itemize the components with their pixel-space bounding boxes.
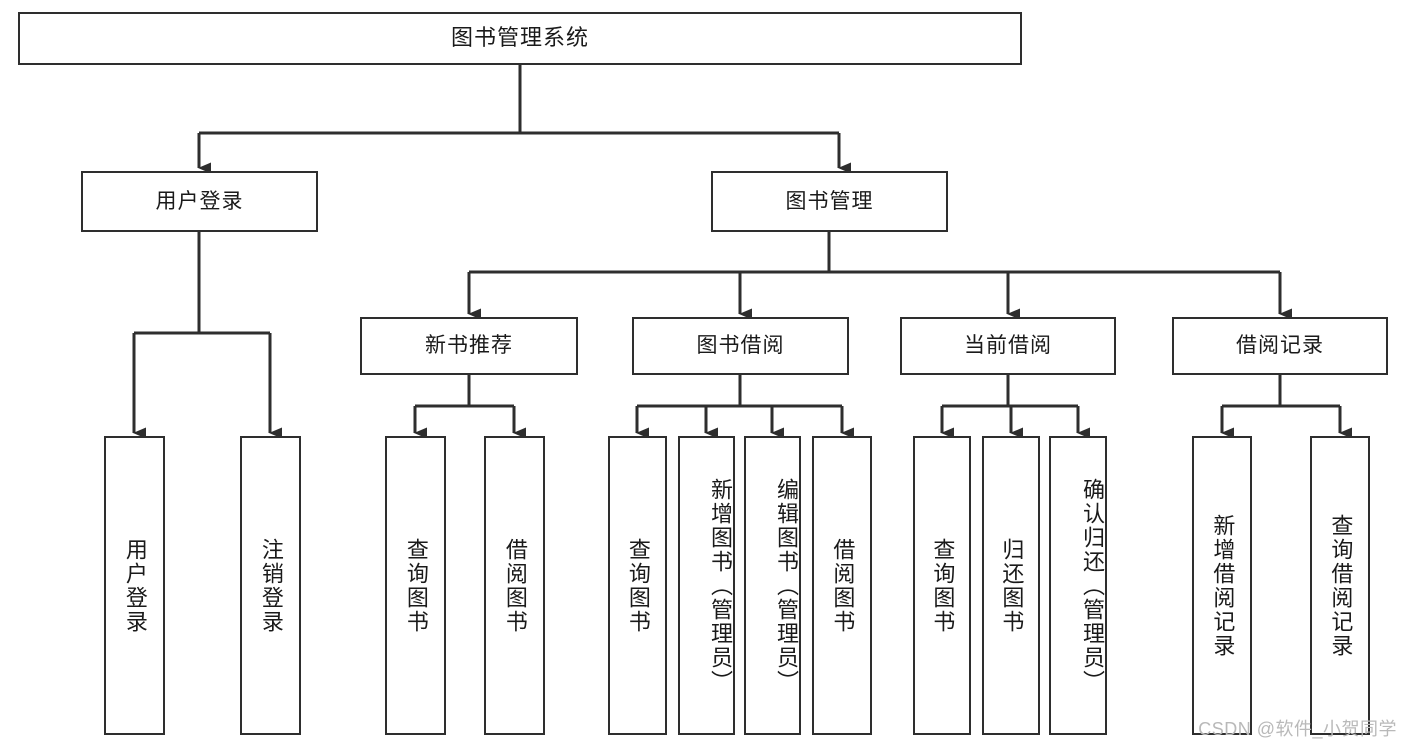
csdn-watermark: CSDN @软件_小贺同学 (1198, 719, 1397, 739)
leaf-query-borrow-record[interactable]: 查询借阅记录 (1310, 436, 1370, 735)
node-borrow-record[interactable]: 借阅记录 (1172, 317, 1388, 375)
leaf-user-login[interactable]: 用户登录 (104, 436, 165, 735)
leaf-query-book-current[interactable]: 查询图书 (913, 436, 971, 735)
leaf-return-book[interactable]: 归还图书 (982, 436, 1040, 735)
leaf-edit-book-admin[interactable]: 编辑图书（管理员） (744, 436, 801, 735)
node-book-borrow[interactable]: 图书借阅 (632, 317, 849, 375)
leaf-query-book-borrow[interactable]: 查询图书 (608, 436, 667, 735)
node-user-login[interactable]: 用户登录 (81, 171, 318, 232)
leaf-query-book-recommend[interactable]: 查询图书 (385, 436, 446, 735)
leaf-borrow-book-recommend[interactable]: 借阅图书 (484, 436, 545, 735)
node-book-management[interactable]: 图书管理 (711, 171, 948, 232)
node-new-book-recommend[interactable]: 新书推荐 (360, 317, 578, 375)
leaf-add-borrow-record[interactable]: 新增借阅记录 (1192, 436, 1252, 735)
node-root-system[interactable]: 图书管理系统 (18, 12, 1022, 65)
leaf-add-book-admin[interactable]: 新增图书（管理员） (678, 436, 735, 735)
leaf-confirm-return-admin[interactable]: 确认归还（管理员） (1049, 436, 1107, 735)
node-current-borrow[interactable]: 当前借阅 (900, 317, 1116, 375)
leaf-user-logout[interactable]: 注销登录 (240, 436, 301, 735)
leaf-borrow-book-borrow[interactable]: 借阅图书 (812, 436, 872, 735)
